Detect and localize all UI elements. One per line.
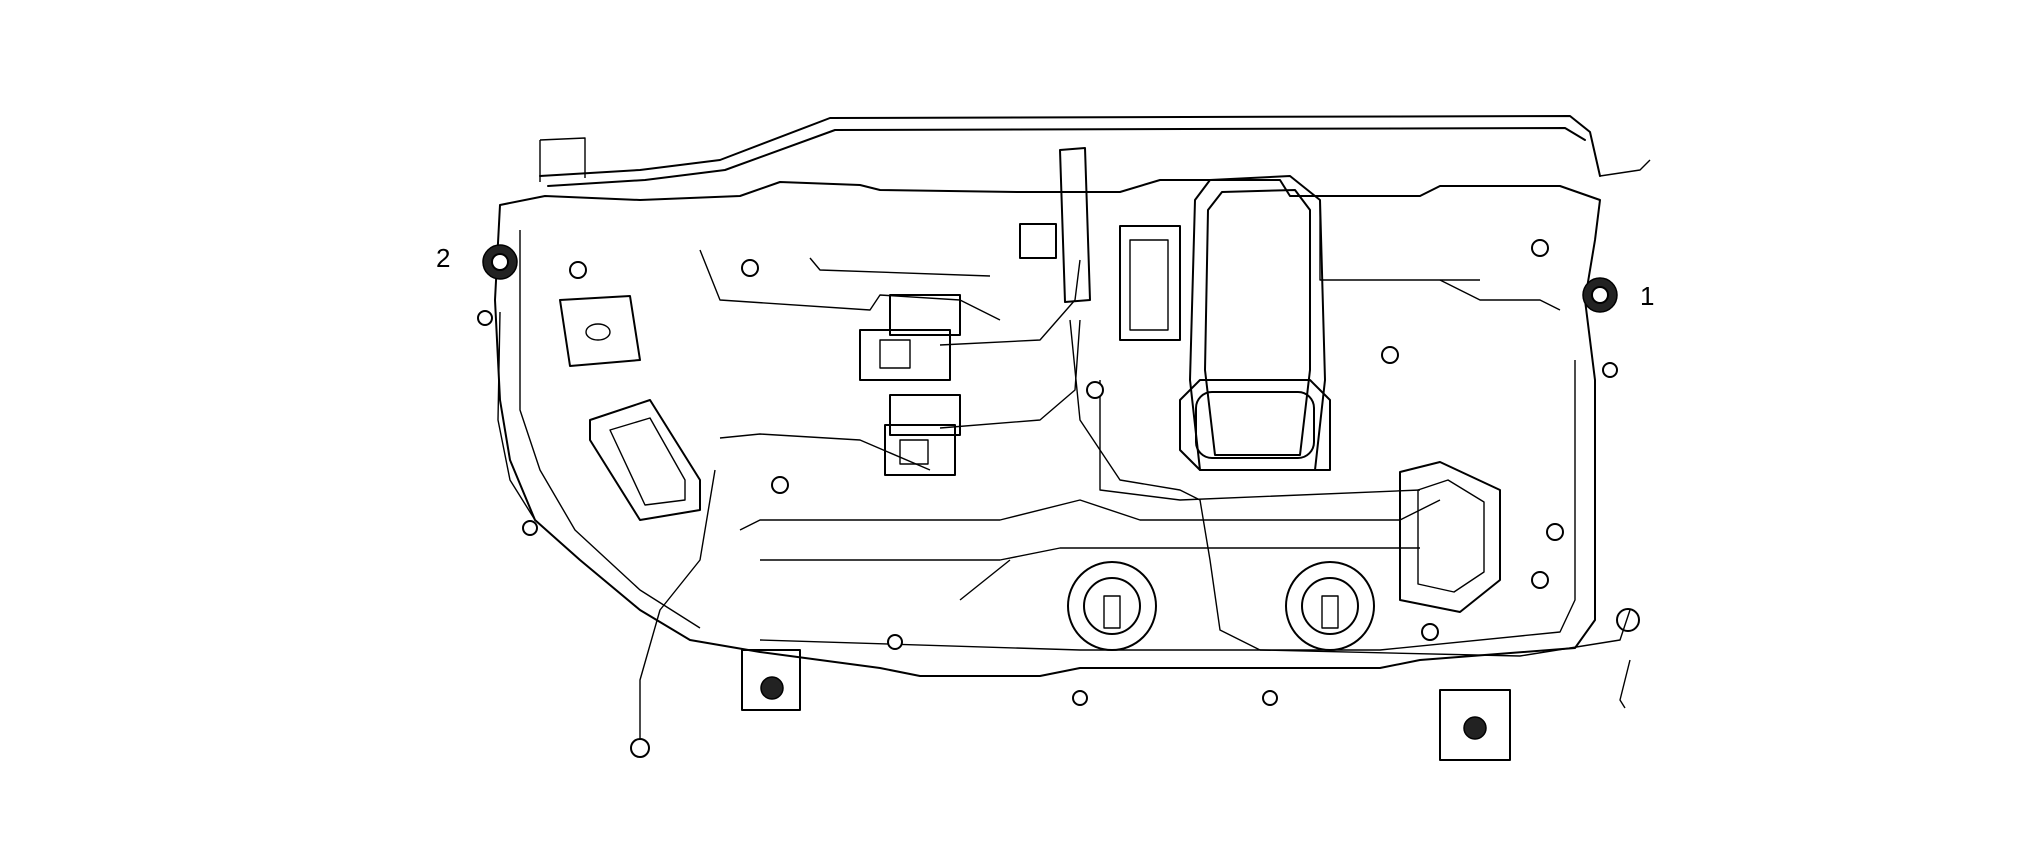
housing-top-rim: [539, 115, 1651, 187]
lower-adjuster-sockets: [1067, 561, 1375, 651]
housing-ribs: [699, 200, 1561, 601]
right-bracket-window: [1399, 461, 1501, 613]
callout-label-1: 1: [1640, 281, 1655, 311]
lower-mounting-tabs: [741, 649, 1511, 761]
wiring-harness: [497, 259, 1631, 740]
fastener-bolts: [477, 239, 1618, 706]
ground-ring-terminals: [630, 608, 1640, 758]
center-bulb-housing: [1119, 175, 1331, 471]
callout-nut-1: [1582, 277, 1618, 313]
connector-block: [859, 147, 1091, 476]
callout-label-2: 2: [436, 243, 451, 273]
housing-outline: [494, 179, 1601, 677]
callout-nut-2: [482, 244, 518, 280]
left-reflector-pocket: [559, 295, 701, 521]
